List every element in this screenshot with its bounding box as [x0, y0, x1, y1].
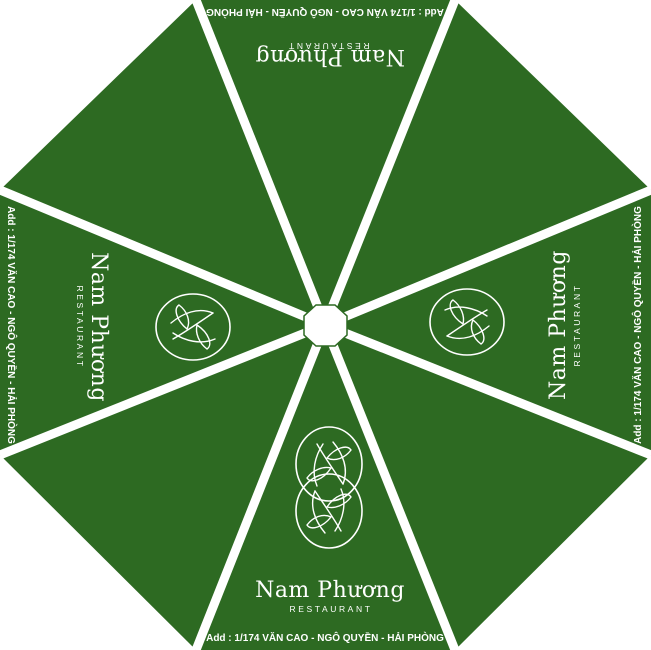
brand-subtitle-top: RESTAURANT: [287, 41, 370, 51]
brand-subtitle-bottom: RESTAURANT: [290, 604, 373, 614]
brand-name-left: Nam Phương: [86, 252, 111, 402]
address-left: Add : 1/174 VĂN CAO - NGÔ QUYỀN - HẢI PH…: [5, 206, 18, 444]
brand-name-top: Nam Phương: [255, 44, 405, 69]
brand-subtitle-right: RESTAURANT: [572, 284, 582, 367]
brand-subtitle-left: RESTAURANT: [75, 286, 85, 369]
panel-right: Nam Phương RESTAURANT Add : 1/174 VĂN CA…: [429, 206, 644, 444]
brand-name-right: Nam Phương: [546, 250, 571, 400]
brand-name-bottom: Nam Phương: [255, 578, 405, 603]
panel-bottom: Nam Phương RESTAURANT Add : 1/174 VĂN CA…: [206, 473, 444, 644]
address-top: Add : 1/174 VĂN CAO - NGÔ QUYỀN - HẢI PH…: [206, 6, 444, 19]
address-bottom: Add : 1/174 VĂN CAO - NGÔ QUYỀN - HẢI PH…: [206, 631, 444, 644]
address-right: Add : 1/174 VĂN CAO - NGÔ QUYỀN - HẢI PH…: [631, 206, 644, 444]
canopy-hub: [303, 304, 348, 347]
panel-left: Nam Phương RESTAURANT Add : 1/174 VĂN CA…: [5, 206, 231, 444]
panel-top: Nam Phương RESTAURANT Add : 1/174 VĂN CA…: [206, 6, 444, 502]
